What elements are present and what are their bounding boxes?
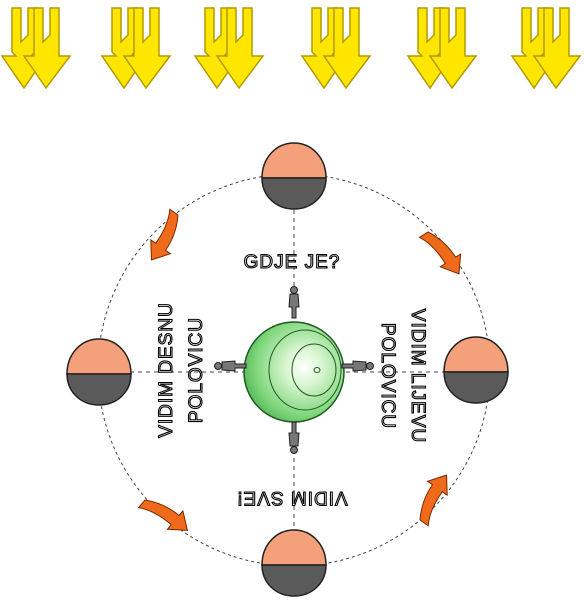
- left-phase-line1: VIDIM DESNU: [156, 302, 177, 438]
- moon-phase-icon: [66, 338, 132, 406]
- double-down-arrow-icon: [101, 7, 171, 89]
- person-figure-icon: [288, 421, 300, 454]
- double-down-arrow-icon: [301, 7, 371, 89]
- right-phase-line2: POLOVICU: [377, 323, 398, 429]
- bottom-phase-line: VIDIM SVE!: [236, 487, 347, 508]
- double-down-arrow-icon: [407, 7, 477, 89]
- double-down-arrow-icon: [194, 7, 264, 89]
- person-figure-icon: [288, 286, 300, 319]
- double-down-arrow-icon: [1, 7, 71, 89]
- moon-phase-icon: [443, 336, 509, 404]
- right-phase-line1: VIDIM LIJEVU: [407, 309, 428, 443]
- curved-arrow-icon: [139, 208, 192, 268]
- person-figure-icon: [341, 360, 374, 372]
- moon-phase-icon: [261, 529, 327, 597]
- curved-arrow-icon: [138, 487, 196, 542]
- double-down-arrow-icon: [511, 7, 581, 89]
- person-figure-icon: [214, 360, 247, 372]
- right-phase-label: VIDIM LIJEVU POLOVICU: [376, 308, 428, 444]
- earth-globe-icon: [243, 321, 345, 423]
- left-phase-line2: POLOVICU: [186, 317, 207, 423]
- sunlight-arrows: [1, 7, 581, 89]
- left-phase-label: VIDIM DESNU POLOVICU: [155, 302, 207, 439]
- curved-arrow-icon: [419, 223, 470, 282]
- bottom-phase-label: VIDIM SVE!: [236, 486, 348, 508]
- moon-phase-icon: [261, 142, 327, 210]
- curved-arrow-icon: [406, 467, 459, 527]
- top-question-label: GDJE JE?: [244, 252, 341, 273]
